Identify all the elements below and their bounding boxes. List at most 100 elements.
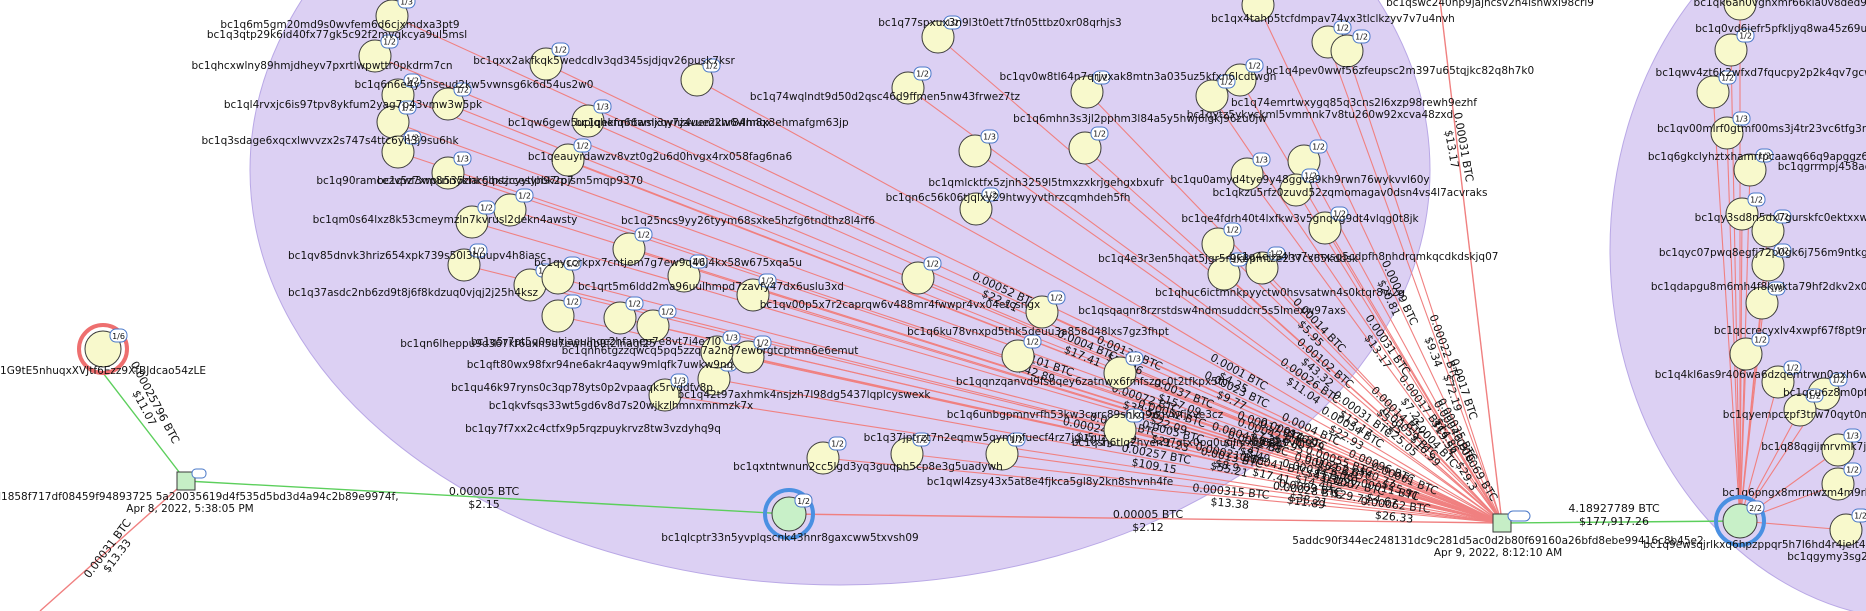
address-node[interactable]: 1/3 [1745,281,1786,320]
address-node[interactable]: 1/3 [1710,111,1751,150]
address-node[interactable]: 1/2 [551,138,592,177]
address-node[interactable]: 1/2 [358,34,399,73]
address-node[interactable]: 1/2 [1783,388,1824,427]
node-badge: 1/2 [831,440,844,449]
address-node[interactable]: 1/2 [806,436,847,475]
address-node[interactable]: 1/2 [921,15,962,54]
node-badge: 1/2 [1220,78,1233,87]
address-node[interactable]: 1/2 [1751,243,1792,282]
count-badge-icon [923,256,942,271]
address-node[interactable]: 1/2 [1279,168,1320,207]
address-node[interactable]: 1/2 [1725,192,1766,231]
address-node[interactable]: 1/2 [541,256,582,295]
transaction-node-left[interactable] [176,468,207,491]
address-cluster-left[interactable] [249,0,1431,586]
edge-usd-value: $26.33 [1374,508,1414,525]
address-node[interactable]: 1/2 [1829,508,1866,547]
address-label: bc1q6m5gm20md9s0wvfem6d6cjxmdxa3pt9 [220,19,459,31]
node-badge: 1/2 [637,231,650,240]
address-node[interactable]: 1/2 [1245,246,1286,285]
address-node[interactable]: 1/2 [541,294,582,333]
address-node[interactable]: 1/2 [1821,462,1862,501]
count-badge-icon [1751,332,1770,347]
address-node[interactable]: 1/2 [1733,148,1774,187]
address-label: bc1qn6c56k06tjqlxy29htwyyvthrzcqmhdeh5fh [886,192,1131,204]
address-node[interactable]: 1/2 [1001,334,1042,373]
address-node[interactable]: 1/3 [958,129,999,168]
address-node[interactable]: 1/2 [636,304,677,343]
address-node[interactable]: 1/2 [1723,0,1763,21]
tx-time-right: Apr 9, 2022, 8:12:10 AM [1434,547,1562,559]
address-node[interactable]: 1/2 [431,82,472,121]
address-label: bc1qu46k97ryns0c3qp78yts0p2vpaaqk5rvddfv… [451,382,713,394]
address-node[interactable]: 1/2 [612,227,653,266]
address-node[interactable]: 1/3 [667,254,708,293]
address-node[interactable]: 1/2 [455,200,496,239]
address-node[interactable]: 1/2 [1070,70,1111,109]
node-badge: 2/2 [1749,504,1762,513]
count-badge-icon [702,58,721,73]
address-node[interactable]: 1/2 [1103,408,1144,447]
address-node[interactable]: 1/2 [1025,290,1066,329]
address-node[interactable]: 1/2 [603,296,644,335]
address-node[interactable]: 1/2 [985,432,1026,471]
address-node-right[interactable]: 2/2 [1714,495,1766,547]
address-node[interactable]: 1/3 [571,99,612,138]
address-nodes[interactable]: 1/31/21/21/21/21/31/21/21/21/21/31/21/21… [358,0,1866,547]
address-node[interactable]: 1/2 [731,335,772,374]
address-node[interactable]: 1/2 [1761,360,1802,399]
address-node[interactable]: 1/3 [431,151,472,190]
address-node[interactable]: 1/3 [1230,152,1271,191]
address-node[interactable]: 1/2 [736,273,777,312]
address-node[interactable]: 1/2 [1201,222,1242,261]
address-node[interactable]: 1/2 [901,256,942,295]
address-node[interactable]: 1/2 [1308,206,1349,245]
edge-usd-value: $11.89 [1286,493,1326,511]
address-label: bc1qv00p5x7r2caprqw6v488mr4fwwpr4vx04etc… [760,299,1041,311]
count-badge-icon [563,256,582,271]
address-node[interactable]: 1/2 [1068,126,1109,165]
address-node[interactable]: 1/2 [1223,58,1264,97]
address-node[interactable]: 1/2 [1696,70,1737,109]
count-badge-icon [1843,428,1862,443]
count-badge-icon [1773,243,1792,258]
count-badge-icon [1330,206,1349,221]
node-badge: 1/3 [1255,156,1268,165]
address-node[interactable]: 1/2 [1330,29,1371,68]
address-node[interactable]: 1/3 [375,0,416,33]
address-node[interactable]: 1/3 [1821,428,1862,467]
node-badge: 1/2 [401,104,414,113]
address-node-left[interactable]: 1/6 [77,323,129,375]
address-node[interactable]: 1/2 [959,187,1000,226]
address-node[interactable]: 1/2 [493,188,534,227]
address-label: bc1q37jptrzt7n2eqmw5qymjnfuecf4rz7jgu5uz [864,432,1107,444]
address-label: bc1qyc07pwq8egfj72p0gk6j756m9ntkgyw84tap [1659,247,1866,259]
address-node[interactable]: 1/3 [648,373,689,412]
edge-usd-value: $13.38 [1210,495,1250,512]
node-badge: 1/2 [705,62,718,71]
address-node[interactable]: 1/2 [447,243,488,282]
address-label: bc1qgrrmpj458ag8jvj5s [1778,161,1866,173]
address-label: bc1qy3sd8n5dx7gurskfc0ektxxw6p55yr [1695,212,1866,224]
address-node-bottom[interactable]: 1/2 [763,488,815,540]
transaction-node-right[interactable] [1492,510,1531,533]
address-node[interactable]: 1/2 [1714,28,1755,67]
address-node[interactable]: 1/3 [1103,351,1144,390]
address-label: bc1qxx2akfkqk5wedcdlv3qd345sjdjqv26pusk7… [473,55,735,67]
address-node[interactable]: 1/2 [1729,332,1770,371]
address-node[interactable]: 1/2 [1751,209,1792,248]
count-badge-icon [980,129,999,144]
node-badge: 1/2 [1832,376,1845,385]
address-node[interactable]: 1/2 [890,432,931,471]
address-node[interactable]: 1/2 [529,42,570,81]
address-label: bc1qyempczpf3trw70qyt0najssim6rshs [1723,409,1866,421]
address-cluster-right[interactable] [1609,0,1866,611]
address-node[interactable]: 1/2 [680,58,721,97]
address-node[interactable]: 1/3 [1207,252,1248,291]
address-node[interactable]: 1/2 [891,66,932,105]
address-node[interactable]: 1/2 [381,130,422,169]
address-node[interactable]: 1/3 [700,330,741,369]
address-node[interactable]: 1/3 [1241,0,1281,22]
address-node[interactable]: 1/2 [1195,74,1236,113]
